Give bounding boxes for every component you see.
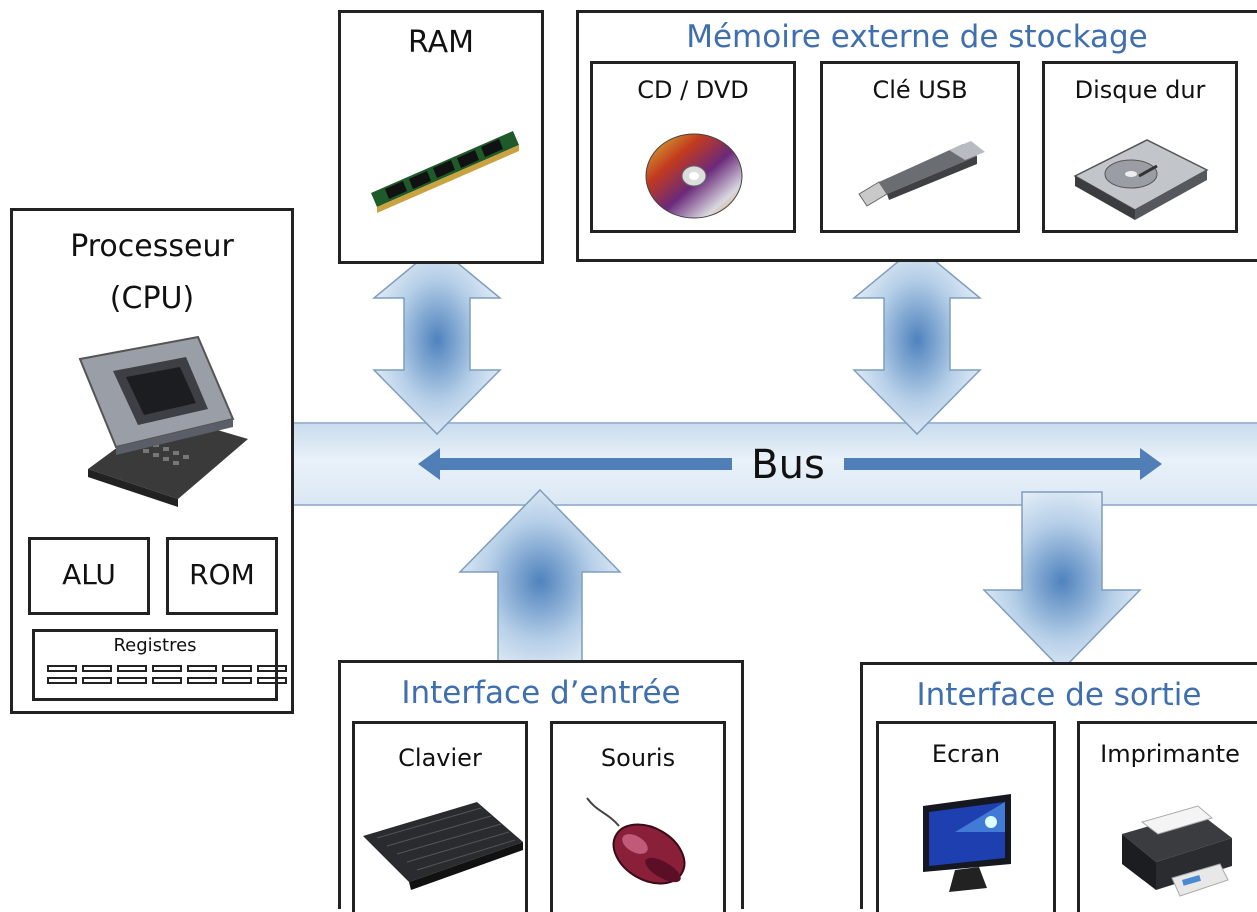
usb-box: Clé USB (820, 61, 1020, 233)
processor-title-line2: (CPU) (109, 281, 195, 316)
processor-box: Processeur (CPU) ALU ROM Registres (10, 208, 294, 714)
registers-label: Registres (113, 635, 197, 656)
printer-box: Imprimante (1077, 721, 1257, 912)
printer-label: Imprimante (1100, 740, 1240, 768)
mouse-box: Souris (550, 721, 726, 912)
storage-title: Mémoire externe de stockage (686, 19, 1148, 55)
alu-label: ALU (62, 558, 116, 591)
hard-drive-icon (1073, 139, 1209, 220)
output-title: Interface de sortie (916, 677, 1202, 713)
hdd-label: Disque dur (1074, 76, 1206, 104)
monitor-icon (923, 794, 1011, 892)
cd-label: CD / DVD (637, 76, 749, 104)
bus-double-arrow (418, 448, 1162, 480)
usb-label: Clé USB (872, 76, 968, 104)
registers-row-1 (47, 665, 287, 672)
processor-title-line1: Processeur (70, 229, 234, 264)
printer-icon (1122, 805, 1232, 897)
input-interface-box: Interface d’entrée Clavier Souris (338, 660, 744, 912)
input-title: Interface d’entrée (401, 675, 681, 711)
ram-box: RAM (338, 10, 544, 264)
usb-stick-icon (858, 141, 985, 207)
ram-bus-arrow (371, 245, 503, 436)
keyboard-label: Clavier (398, 744, 482, 772)
screen-label: Ecran (931, 740, 1001, 768)
mouse-icon (586, 797, 686, 885)
cpu-chip-icon (78, 335, 248, 507)
output-bus-arrow (982, 491, 1142, 672)
storage-bus-arrow (851, 245, 983, 436)
alu-box: ALU (28, 537, 150, 615)
cd-dvd-icon (645, 133, 743, 219)
mouse-label: Souris (600, 744, 676, 772)
rom-box: ROM (166, 537, 278, 615)
output-interface-box: Interface de sortie Ecran Imprimante (860, 662, 1257, 912)
ram-module-icon (371, 131, 519, 213)
keyboard-box: Clavier (352, 721, 528, 912)
registers-row-2 (47, 677, 287, 684)
registers-box: Registres (32, 629, 287, 701)
cd-box: CD / DVD (590, 61, 796, 233)
storage-box: Mémoire externe de stockage CD / DVD Clé… (576, 10, 1257, 262)
screen-box: Ecran (876, 721, 1056, 912)
input-bus-arrow (458, 488, 622, 673)
hdd-box: Disque dur (1042, 61, 1238, 233)
bus-label: Bus (751, 442, 825, 488)
keyboard-icon (363, 802, 523, 890)
rom-label: ROM (189, 558, 255, 591)
ram-title: RAM (407, 25, 475, 60)
